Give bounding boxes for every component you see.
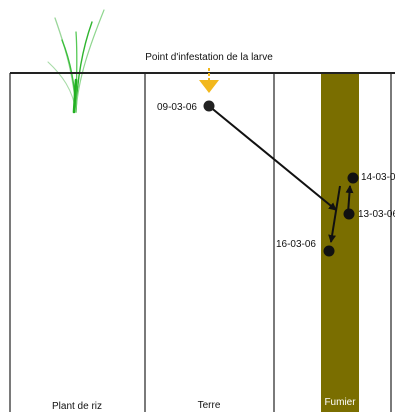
infestation-marker-icon <box>199 80 219 93</box>
date-label: 16-03-06 <box>276 239 316 250</box>
point-09-03-06 <box>203 100 215 112</box>
point-16-03-06 <box>323 245 335 257</box>
movement-arrow <box>328 185 341 243</box>
column-label-soil: Terre <box>198 400 221 411</box>
date-label: 13-03-06 <box>358 209 395 220</box>
date-label: 14-03-06 <box>361 172 395 183</box>
diagram-title: Point d'infestation de la larve <box>145 52 273 63</box>
manure-column <box>321 73 359 412</box>
movement-arrow <box>208 105 337 211</box>
rice-plant-icon <box>47 9 105 114</box>
point-14-03-06 <box>347 172 359 184</box>
column-label-manure: Fumier <box>324 397 356 408</box>
date-label: 09-03-06 <box>157 102 197 113</box>
column-label-rice-plant: Plant de riz <box>52 401 102 412</box>
point-13-03-06 <box>343 208 355 220</box>
movement-arrow <box>345 185 354 214</box>
